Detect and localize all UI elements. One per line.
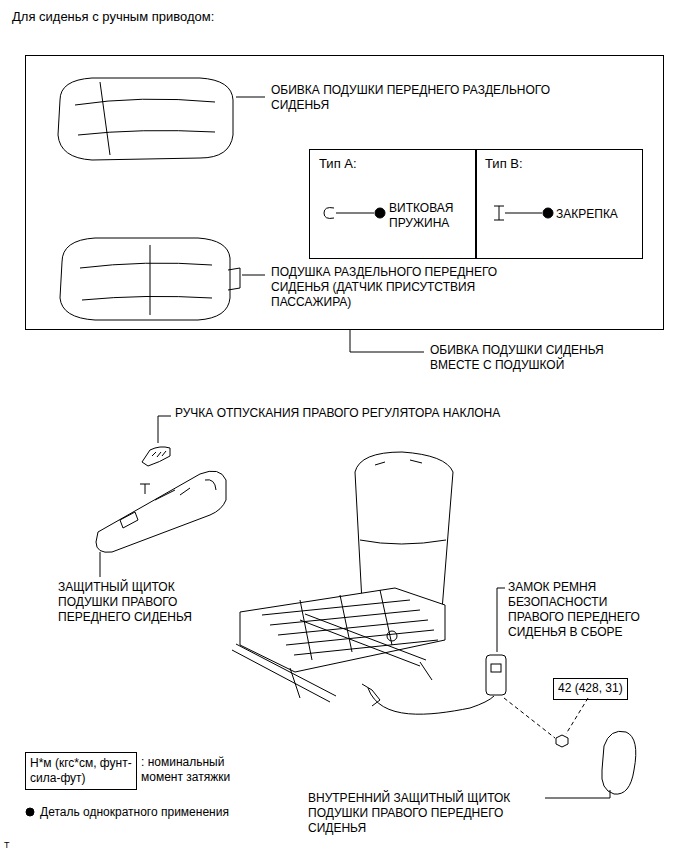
nut	[556, 735, 568, 747]
part-name: ВНУТРЕННИЙ ЗАЩИТНЫЙ ЩИТОК ПОДУШКИ ПРАВОГ…	[308, 791, 548, 836]
seat-frame	[240, 588, 445, 672]
bracket-line	[350, 330, 424, 352]
leader-line	[545, 790, 610, 798]
torque-value: 42 (428, 31)	[558, 681, 623, 696]
inner-shield	[602, 731, 636, 794]
legend-text: Деталь однократного применения	[40, 805, 340, 820]
part-name: ЗАЩИТНЫЙ ЩИТОК ПОДУШКИ ПРАВОГО ПЕРЕДНЕГО…	[58, 580, 233, 625]
part-name: РУЧКА ОТПУСКАНИЯ ПРАВОГО РЕГУЛЯТОРА НАКЛ…	[175, 406, 520, 421]
part-name: ОБИВКА ПОДУШКИ СИДЕНЬЯ ВМЕСТЕ С ПОДУШКОЙ	[430, 343, 645, 373]
seat-rail	[232, 614, 432, 702]
legend-note: : номинальный момент затяжки	[141, 755, 253, 785]
one-time-dot	[26, 808, 34, 816]
cushion-cover-seam	[75, 82, 215, 155]
leader-line	[158, 416, 171, 443]
buckle-wire	[362, 684, 494, 714]
seat-belt-buckle	[486, 655, 506, 695]
seat-frame-springs	[262, 590, 438, 660]
leader-line	[497, 588, 505, 652]
seat-back	[355, 452, 453, 610]
leader-line	[336, 213, 374, 214]
leader-line	[100, 552, 101, 577]
type-heading: Тип B:	[485, 156, 555, 171]
cushion-pad	[60, 238, 230, 320]
part-name: ПОДУШКА РАЗДЕЛЬНОГО ПЕРЕДНЕГО СИДЕНЬЯ (Д…	[271, 265, 556, 310]
seat-back-detail	[360, 460, 446, 544]
spring-symbol	[324, 208, 334, 219]
outline-box: ОБИВКА ПОДУШКИ ПЕРЕДНЕГО РАЗДЕЛЬНОГО СИД…	[25, 55, 664, 330]
seat-shield	[96, 471, 226, 552]
torque-unit: Н*м (кгс*см, фунт-сила-фут)	[30, 756, 134, 786]
screw	[140, 484, 150, 494]
release-knob	[142, 447, 170, 466]
outline-box: Тип A: ВИТКОВАЯ ПРУЖИНА	[309, 149, 476, 259]
type-heading: Тип A:	[319, 156, 389, 171]
part-name: ЗАМОК РЕМНЯ БЕЗОПАСНОСТИ ПРАВОГО ПЕРЕДНЕ…	[508, 580, 658, 640]
leader-line	[242, 275, 265, 276]
release-knob-ribs	[152, 451, 166, 457]
outline-box: 42 (428, 31)	[553, 678, 628, 700]
one-time-dot	[543, 208, 553, 218]
leader-line	[236, 97, 265, 98]
one-time-dot	[375, 208, 385, 218]
part-name: ВИТКОВАЯ ПРУЖИНА	[389, 201, 473, 231]
leader-line	[504, 698, 555, 738]
part-name: ОБИВКА ПОДУШКИ ПЕРЕДНЕГО РАЗДЕЛЬНОГО СИД…	[271, 83, 611, 113]
outline-box: Н*м (кгс*см, фунт-сила-фут): номинальный…	[25, 752, 137, 790]
clip-symbol	[494, 206, 504, 220]
cushion-cover	[58, 78, 233, 160]
diagram-title: Для сиденья с ручным приводом:	[12, 9, 432, 24]
seat-shield-detail	[120, 480, 216, 528]
outline-box: Тип B: ЗАКРЕПКА	[476, 149, 643, 259]
cushion-tab	[228, 268, 240, 290]
figure-code: T	[4, 838, 24, 853]
part-name: ЗАКРЕПКА	[556, 207, 640, 222]
recliner-hub	[387, 631, 397, 641]
leader-line	[505, 213, 542, 214]
cushion-pad-seam	[80, 245, 212, 315]
buckle-button	[491, 664, 501, 672]
leader-line	[566, 698, 588, 734]
